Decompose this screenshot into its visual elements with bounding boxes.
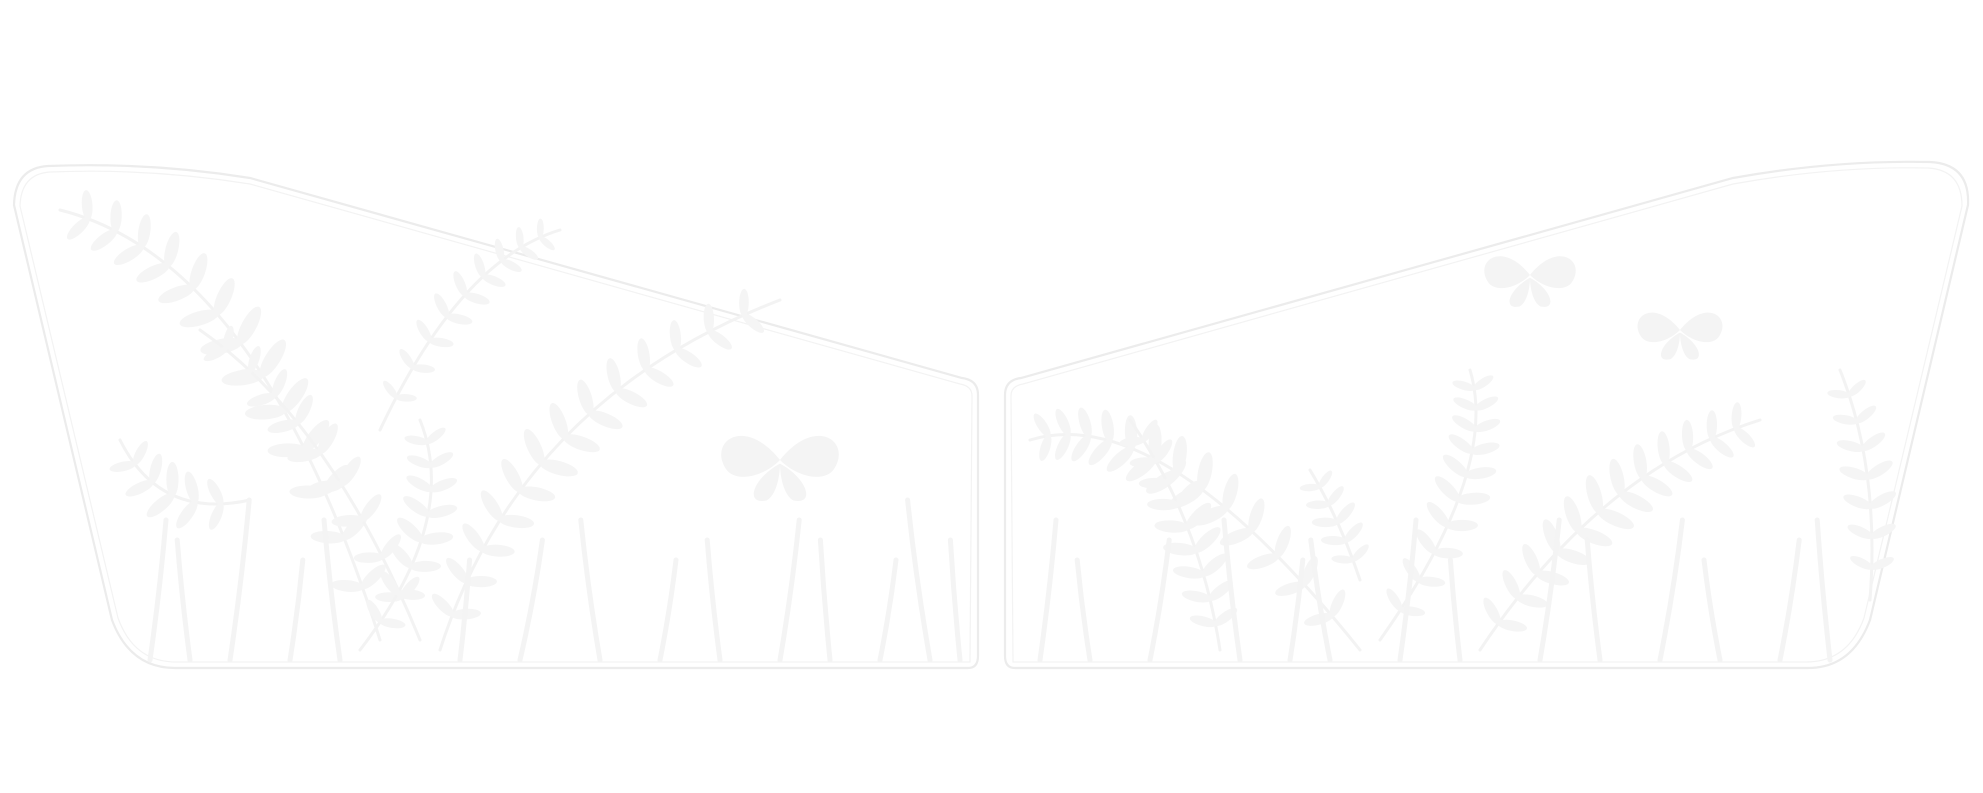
butterfly [721,435,839,501]
fern-frond [1827,368,1896,602]
butterfly [1484,256,1576,307]
fern-frond [1378,368,1501,642]
right-panel [1003,160,1970,670]
fern-frond [58,190,386,642]
right-panel-inner-outline [1010,167,1963,663]
left-panel-inner-outline [19,170,973,663]
fern-frond [378,218,562,432]
fern-frond [1028,407,1362,652]
fern-frond [1478,402,1762,652]
right-panel-fern-motif [1028,256,1896,663]
fern-frond [431,288,782,652]
left-panel [12,164,980,670]
fern-frond [109,438,252,530]
fern-frond [1299,468,1369,582]
fern-frond [198,325,422,642]
left-panel-outline [12,164,980,670]
left-panel-fern-motif [58,190,963,663]
fern-frond [1119,418,1238,652]
butterfly [1637,312,1723,360]
grass-blades [147,497,963,663]
grass-blades [1037,517,1833,663]
right-panel-outline [1003,160,1970,670]
fern-frond [358,418,458,652]
